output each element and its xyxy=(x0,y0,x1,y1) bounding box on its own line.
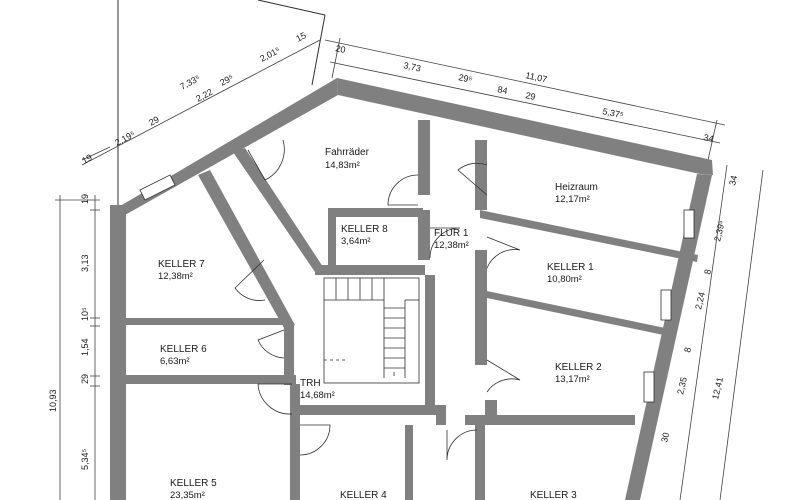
dimension-labels-right: 34 2,39⁵ 8 2,24 8 2,35 12,41 30 xyxy=(659,174,739,443)
dim-l-105: 10⁵ xyxy=(80,307,90,321)
dim-r-2395: 2,39⁵ xyxy=(712,219,727,242)
dim-top-373: 3,73 xyxy=(403,60,422,73)
room-keller8-area: 3,64m² xyxy=(341,236,371,247)
room-heizraum-name: Heizraum xyxy=(555,182,598,193)
dim-top-295: 29⁵ xyxy=(458,72,474,85)
dim-top-34: 34 xyxy=(703,132,715,144)
room-keller2-area: 13,17m² xyxy=(555,374,590,385)
doors xyxy=(234,139,521,461)
dim-r-235: 2,35 xyxy=(675,376,689,395)
room-keller3-name: KELLER 3 xyxy=(530,490,577,500)
dim-l-1093: 10,93 xyxy=(48,389,58,412)
dim-top-20: 20 xyxy=(335,43,347,55)
room-keller7-name: KELLER 7 xyxy=(158,259,205,270)
room-heizraum-area: 12,17m² xyxy=(555,194,590,205)
dim-tl-29: 29 xyxy=(147,114,161,128)
room-flur1-name: FLUR 1 xyxy=(434,228,469,239)
dim-r-224: 2,24 xyxy=(693,291,707,310)
dim-l-5345: 5,34⁵ xyxy=(80,448,90,470)
dim-l-29: 29 xyxy=(80,374,90,384)
dim-tl-2195: 2,19⁵ xyxy=(113,129,137,148)
dim-tl-19: 19 xyxy=(80,152,94,166)
dim-top-29: 29 xyxy=(525,90,537,102)
dim-tl-222: 2,22 xyxy=(194,87,214,104)
dim-top-84: 84 xyxy=(497,84,509,96)
room-keller2-name: KELLER 2 xyxy=(555,362,602,373)
room-fahrraeder-area: 14,83m² xyxy=(325,160,360,171)
dimension-labels-topleft: 7,33⁵ 2,22 29⁵ 2,01⁵ 15 2,19⁵ 29 19 xyxy=(80,30,308,166)
dimension-labels-top: 20 3,73 29⁵ 11,07 84 29 5,37⁵ 34 xyxy=(335,43,715,144)
dim-r-30: 30 xyxy=(659,431,671,443)
dim-l-154: 1,54 xyxy=(80,338,90,356)
dim-l-19: 19 xyxy=(80,194,90,204)
room-keller8-name: KELLER 8 xyxy=(341,224,388,235)
dim-l-313: 3,13 xyxy=(80,254,90,272)
dim-tl-15: 15 xyxy=(294,30,308,44)
room-keller5-name: KELLER 5 xyxy=(170,478,217,489)
dim-tl-2015: 2,01⁵ xyxy=(258,45,282,64)
room-fahrraeder-name: Fahrräder xyxy=(325,147,370,158)
dim-top-1107: 11,07 xyxy=(525,70,548,84)
dim-top-5375: 5,37⁵ xyxy=(602,106,625,120)
dim-r-1241: 12,41 xyxy=(710,376,725,400)
dimension-labels-left: 19 3,13 10⁵ 1,54 29 10,93 5,34⁵ xyxy=(48,194,90,470)
room-keller6-area: 6,63m² xyxy=(160,356,190,367)
dim-tl-7335: 7,33⁵ xyxy=(178,73,202,92)
windows xyxy=(139,174,695,403)
inner-walls xyxy=(126,120,698,500)
room-keller4-name: KELLER 4 xyxy=(340,490,387,500)
room-keller5-area: 23,35m² xyxy=(170,490,205,500)
dim-r-8a: 8 xyxy=(702,268,713,275)
dim-r-34: 34 xyxy=(727,174,739,186)
room-labels: Fahrräder 14,83m² Heizraum 12,17m² KELLE… xyxy=(158,147,602,500)
dimension-lines xyxy=(55,37,764,500)
room-keller1-name: KELLER 1 xyxy=(547,262,594,273)
room-keller1-area: 10,80m² xyxy=(547,274,582,285)
staircase xyxy=(323,277,420,384)
room-trh-area: 14,68m² xyxy=(300,390,335,401)
room-keller6-name: KELLER 6 xyxy=(160,344,207,355)
site-boundary xyxy=(117,0,326,215)
dim-r-8b: 8 xyxy=(682,346,693,353)
room-keller7-area: 12,38m² xyxy=(158,271,193,282)
room-trh-name: TRH xyxy=(300,378,321,389)
room-flur1-area: 12,38m² xyxy=(434,240,469,251)
